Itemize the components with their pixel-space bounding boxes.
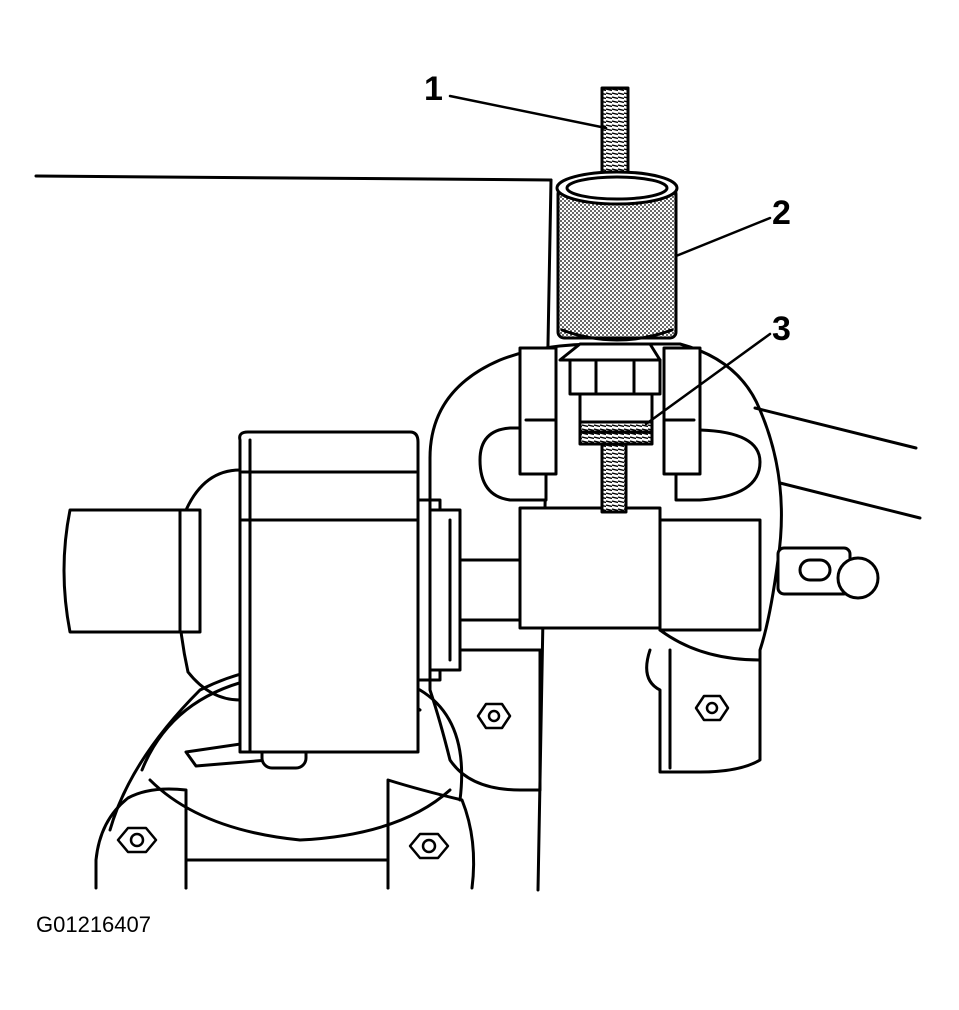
rear-anvil	[62, 508, 202, 634]
receiver-cup	[555, 170, 679, 342]
callout-1: 1	[424, 70, 443, 108]
vise-handle	[776, 546, 880, 600]
base-bolt-right	[408, 832, 450, 860]
jaw-nut-right	[694, 694, 730, 722]
figure-id: G01216407	[36, 912, 151, 937]
vise-body	[175, 430, 420, 754]
jaw-insert-left	[518, 346, 558, 476]
nut	[578, 420, 654, 446]
movable-jaw	[428, 342, 783, 792]
jaw-insert-right	[662, 346, 702, 476]
held-component	[558, 342, 662, 424]
callout-2: 2	[772, 194, 791, 232]
leader-lines	[448, 94, 772, 426]
jaw-nut-left	[476, 702, 512, 730]
base-bolt-left	[116, 826, 158, 854]
callout-3: 3	[772, 310, 791, 348]
